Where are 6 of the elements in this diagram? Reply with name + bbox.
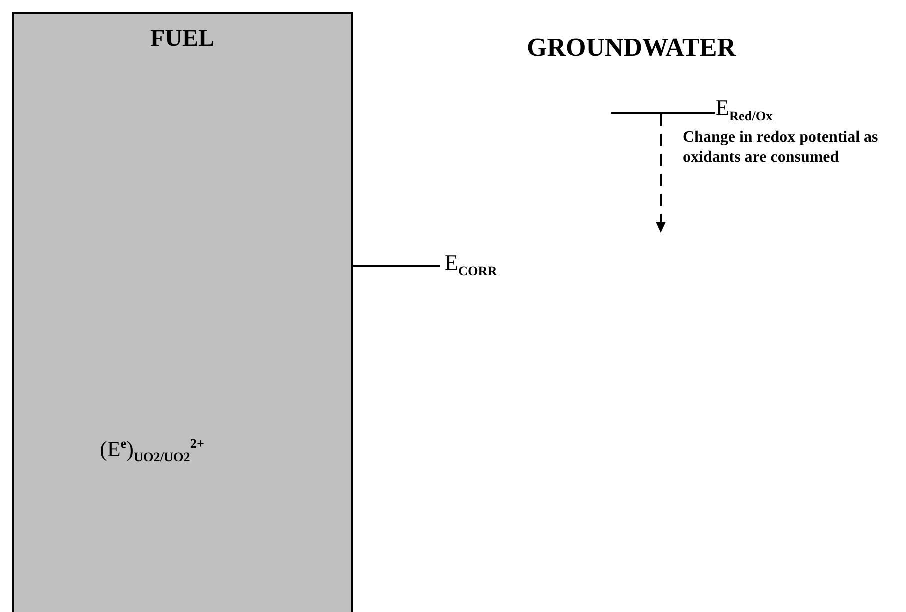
- region-heading: GROUNDWATER: [527, 34, 736, 63]
- box-heading: FUEL: [149, 26, 216, 52]
- potential-label: E$_{CORR}$: [445, 251, 498, 279]
- potential-label: E$_{Red/Ox}$: [716, 96, 773, 124]
- fuel-rod-box: [12, 12, 353, 612]
- annotation-text: Change in redox potential as oxidants are consumed: [683, 128, 880, 168]
